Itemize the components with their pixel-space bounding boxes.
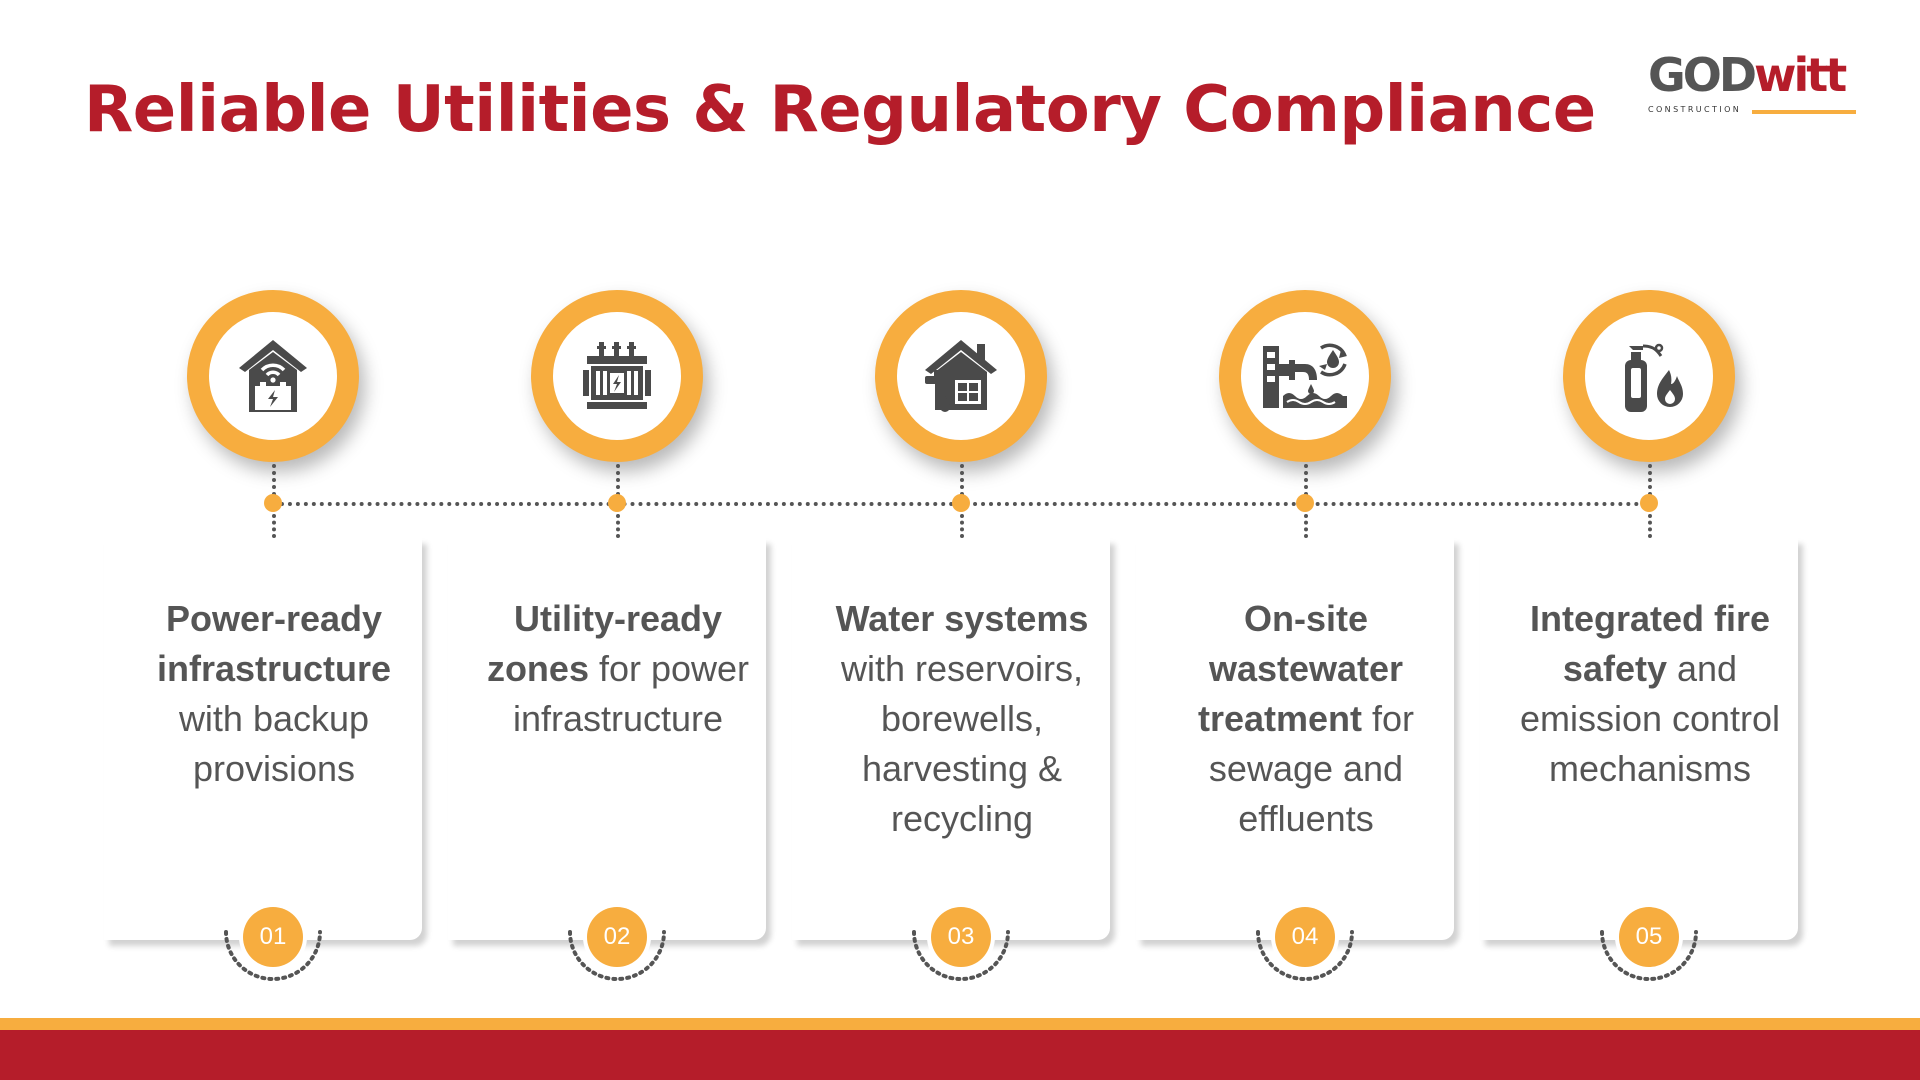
step-number-badge: 02: [587, 907, 647, 967]
step-number-badge: 04: [1275, 907, 1335, 967]
badge-arc: [1600, 930, 1698, 981]
connector-stem-top: [960, 464, 964, 496]
step-description: Integrated fire safety and emission cont…: [1502, 594, 1798, 794]
step-detail: with backup provisions: [178, 698, 370, 789]
badge-arc: [912, 930, 1010, 981]
step-highlight: Utility-ready zones: [486, 598, 723, 689]
connector-stem-top: [272, 464, 276, 496]
step-highlight: Power-ready infrastructure: [156, 598, 392, 689]
timeline-dot: [952, 494, 970, 512]
step-2: Utility-ready zones for power infrastruc…: [448, 0, 788, 1000]
step-card: On-site wastewater treatment for sewage …: [1136, 538, 1454, 940]
step-card: Integrated fire safety and emission cont…: [1480, 538, 1798, 940]
step-4: On-site wastewater treatment for sewage …: [1136, 0, 1476, 1000]
step-icon-circle: [531, 290, 703, 462]
connector-stem-bottom: [1304, 514, 1308, 538]
step-detail: for sewage and effluents: [1208, 698, 1415, 839]
badge-arc: [224, 930, 322, 981]
page-title: Reliable Utilities & Regulatory Complian…: [84, 73, 1596, 147]
step-description: Utility-ready zones for power infrastruc…: [470, 594, 766, 744]
step-card: Utility-ready zones for power infrastruc…: [448, 538, 766, 940]
step-description: On-site wastewater treatment for sewage …: [1158, 594, 1454, 844]
step-1: Power-ready infrastructure with backup p…: [104, 0, 444, 1000]
wastewater-treatment-icon: [1263, 343, 1347, 408]
brand-logo: GODwitt CONSTRUCTION: [1648, 52, 1858, 122]
step-highlight: On-site wastewater treatment: [1197, 598, 1404, 739]
step-description: Water systems with reservoirs, borewells…: [814, 594, 1110, 844]
step-number-badge: 05: [1619, 907, 1679, 967]
connector-stem-top: [1648, 464, 1652, 496]
house-wifi-battery-icon: [239, 340, 307, 412]
step-icon-circle: [1219, 290, 1391, 462]
connector-stem-bottom: [1648, 514, 1652, 538]
step-icon-circle: [875, 290, 1047, 462]
step-card: Water systems with reservoirs, borewells…: [792, 538, 1110, 940]
timeline-dot: [608, 494, 626, 512]
step-5: Integrated fire safety and emission cont…: [1480, 0, 1820, 1000]
connector-stem-top: [616, 464, 620, 496]
timeline-dot: [1640, 494, 1658, 512]
badge-arc: [568, 930, 666, 981]
step-icon-circle: [1563, 290, 1735, 462]
connector-stem-top: [1304, 464, 1308, 496]
timeline-dot: [264, 494, 282, 512]
step-icon-circle: [187, 290, 359, 462]
footer-brand-band: [0, 1030, 1920, 1080]
connector-stem-bottom: [616, 514, 620, 538]
logo-word-left: GOD: [1648, 48, 1757, 102]
step-3: Water systems with reservoirs, borewells…: [792, 0, 1132, 1000]
step-card: Power-ready infrastructure with backup p…: [104, 538, 422, 940]
step-highlight: Water systems: [835, 598, 1089, 639]
footer-accent-band: [0, 1018, 1920, 1030]
logo-underline: [1752, 110, 1856, 114]
timeline-dot: [1296, 494, 1314, 512]
badge-arc: [1256, 930, 1354, 981]
step-detail: and emission control mechanisms: [1519, 648, 1781, 789]
connector-stem-bottom: [272, 514, 276, 538]
house-water-tap-icon: [925, 340, 997, 412]
step-highlight: Integrated fire safety: [1529, 598, 1771, 689]
fire-extinguisher-icon: [1625, 343, 1683, 412]
step-detail: for power infrastructure: [512, 648, 750, 739]
logo-word-right: witt: [1754, 48, 1847, 102]
connector-stem-bottom: [960, 514, 964, 538]
step-number-badge: 01: [243, 907, 303, 967]
step-detail: with reservoirs, borewells, harvesting &…: [840, 648, 1084, 839]
logo-subtitle: CONSTRUCTION: [1648, 105, 1742, 114]
step-number-badge: 03: [931, 907, 991, 967]
logo-wordmark: GODwitt: [1648, 52, 1847, 98]
transformer-icon: [583, 342, 651, 409]
step-description: Power-ready infrastructure with backup p…: [126, 594, 422, 794]
